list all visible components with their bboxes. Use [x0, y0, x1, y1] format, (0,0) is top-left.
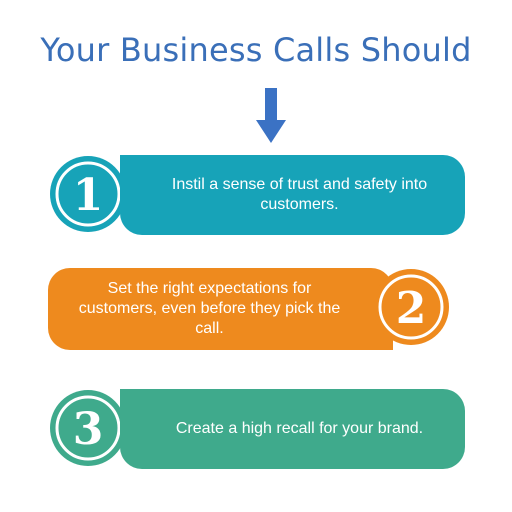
step-text-3: Create a high recall for your brand.	[175, 420, 424, 437]
step-pill-3: Create a high recall for your brand.	[120, 389, 465, 469]
step-text-2: Set the right expectations for customers…	[78, 280, 341, 337]
page-title: Your Business Calls Should	[40, 31, 472, 69]
step-pill-1: Instil a sense of trust and safety into …	[120, 155, 465, 235]
step-number-1: 1	[73, 170, 104, 221]
step-pill-2: Set the right expectations for customers…	[48, 268, 393, 350]
number-badge-3: 3	[50, 390, 126, 466]
number-badge-1: 1	[50, 156, 126, 232]
step-number-3: 3	[73, 404, 104, 455]
down-arrow-icon	[256, 88, 286, 143]
number-badge-2: 2	[373, 269, 449, 345]
step-text-1: Instil a sense of trust and safety into …	[171, 176, 428, 213]
step-number-2: 2	[396, 283, 427, 334]
